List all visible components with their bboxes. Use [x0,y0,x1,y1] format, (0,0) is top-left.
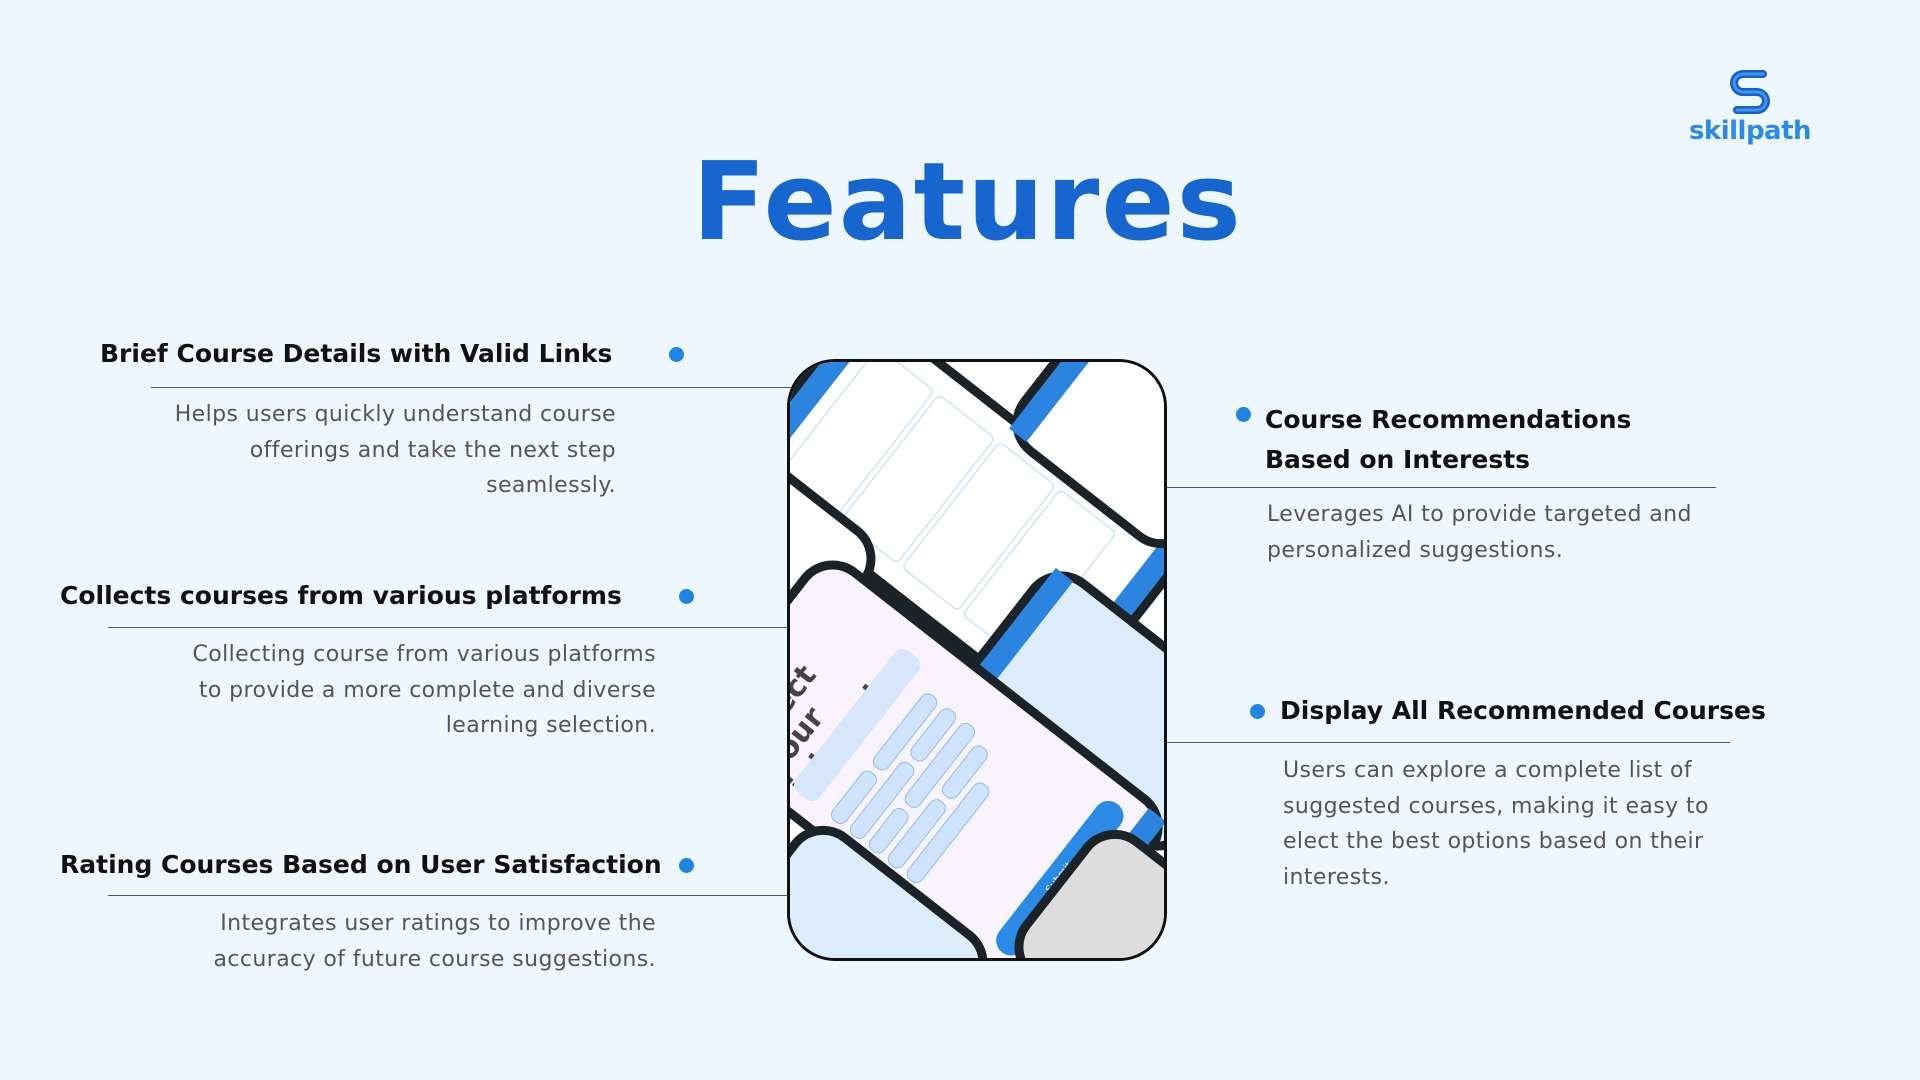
bullet-dot [679,858,694,873]
phone-mockup-image: Select your interest Submit [787,359,1167,961]
feature-description-course-details: Helps users quickly understand course of… [174,402,616,498]
feature-description-recommendations: Leverages AI to provide targeted and per… [1267,502,1692,563]
feature-heading-display-all: Display All Recommended Courses [1280,696,1766,725]
divider-line [151,387,796,388]
logo: skillpath [1680,66,1820,146]
feature-heading-recommendations: Course Recommendations Based on Interest… [1265,405,1632,474]
feature-description-collects-courses: Collecting course from various platforms… [192,642,656,738]
feature-description-display-all: Users can explore a complete list of sug… [1283,758,1709,890]
bullet-dot [1236,407,1251,422]
divider-line [1047,487,1716,488]
feature-heading-course-details: Brief Course Details with Valid Links [100,339,613,368]
divider-line [108,627,823,628]
divider-line [1060,742,1730,743]
page-title: Features [692,140,1243,265]
skillpath-s-logo-icon [1730,70,1770,114]
feature-heading-rating-courses: Rating Courses Based on User Satisfactio… [60,850,662,879]
divider-line [108,895,842,896]
logo-text: skillpath [1688,116,1812,146]
bullet-dot [669,347,684,362]
feature-description-rating-courses: Integrates user ratings to improve the a… [213,911,656,972]
bullet-dot [679,589,694,604]
feature-heading-collects-courses: Collects courses from various platforms [60,581,622,610]
bullet-dot [1250,704,1265,719]
